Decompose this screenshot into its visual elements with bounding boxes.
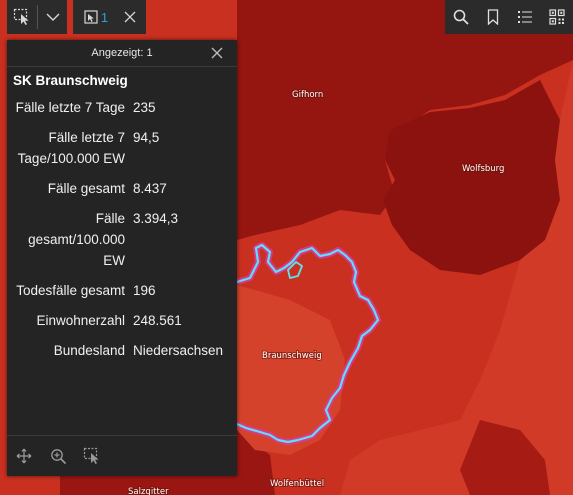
attribute-value: 94,5 <box>133 130 160 145</box>
selection-count: 1 <box>100 9 109 25</box>
zoom-to-button[interactable] <box>41 436 75 476</box>
main-toolbar <box>445 0 573 34</box>
popup-title: SK Braunschweig <box>13 73 128 88</box>
attribute-value: 8.437 <box>133 181 167 196</box>
search-button[interactable] <box>445 0 477 34</box>
select-toolbar <box>7 0 67 34</box>
region-salzgitter[interactable] <box>60 430 275 495</box>
popup-footer <box>7 435 237 476</box>
selection-icon <box>84 10 98 24</box>
close-icon <box>124 11 136 23</box>
attribute-key: Fälle gesamt/100.000 EW <box>28 211 125 268</box>
braunschweig-selection-outline <box>236 243 380 444</box>
attribute-value: 196 <box>133 283 156 298</box>
bookmark-icon <box>487 9 499 25</box>
chevron-down-icon <box>46 13 59 21</box>
select-tool-icon <box>13 8 29 25</box>
selection-count-button[interactable]: 1 <box>73 0 115 34</box>
selection-status: 1 <box>73 0 146 34</box>
pan-button[interactable] <box>7 436 41 476</box>
feature-popup: Angezeigt: 1 SK Braunschweig Fälle letzt… <box>7 40 237 476</box>
search-icon <box>453 9 469 25</box>
pan-icon <box>16 448 32 464</box>
select-tool-icon <box>83 447 99 464</box>
bookmark-button[interactable] <box>477 0 509 34</box>
braunschweig-enclave-outline <box>287 261 303 279</box>
select-feature-button[interactable] <box>75 436 109 476</box>
attribute-value: 248.561 <box>133 313 182 328</box>
popup-header: Angezeigt: 1 <box>7 40 237 67</box>
label-wolfenbuettel: Wolfenbüttel <box>270 479 324 489</box>
attribute-row: Fälle letzte 7 Tage/100.000 EW 94,5 <box>7 122 237 173</box>
select-dropdown-button[interactable] <box>38 0 67 34</box>
attribute-value: 3.394,3 <box>133 211 179 226</box>
attribute-key: Todesfälle gesamt <box>16 283 125 298</box>
attribute-value: 235 <box>133 100 156 115</box>
attribute-key: Einwohnerzahl <box>36 313 125 328</box>
label-gifhorn: Gifhorn <box>292 90 323 100</box>
region-helmstedt[interactable] <box>340 60 573 495</box>
region-southeast <box>460 420 550 495</box>
label-salzgitter: Salzgitter <box>128 487 169 495</box>
attribute-key: Fälle gesamt <box>47 181 125 196</box>
attribute-row: Todesfälle gesamt 196 <box>7 275 237 305</box>
attribute-row: Fälle gesamt 8.437 <box>7 173 237 203</box>
attribute-value: Niedersachsen <box>133 343 224 358</box>
qr-code-icon <box>549 9 565 25</box>
toolbar-separator <box>37 5 38 29</box>
clear-selection-button[interactable] <box>115 0 145 34</box>
close-icon[interactable] <box>209 45 225 61</box>
attribute-row: Fälle gesamt/100.000 EW 3.394,3 <box>7 203 237 275</box>
attribute-key: Bundesland <box>53 343 125 358</box>
layer-list-button[interactable] <box>509 0 541 34</box>
region-gifhorn[interactable] <box>40 0 573 240</box>
attribute-row: Bundesland Niedersachsen <box>7 335 237 365</box>
attribute-row: Fälle letzte 7 Tage 235 <box>7 92 237 122</box>
attribute-key: Fälle letzte 7 Tage/100.000 EW <box>17 130 125 166</box>
region-wolfsburg[interactable] <box>383 80 560 275</box>
label-wolfsburg: Wolfsburg <box>462 164 504 174</box>
list-icon <box>518 11 532 23</box>
zoom-to-icon <box>50 448 66 464</box>
attribute-key: Fälle letzte 7 Tage <box>15 100 125 115</box>
qr-code-button[interactable] <box>541 0 573 34</box>
attribute-row: Einwohnerzahl 248.561 <box>7 305 237 335</box>
popup-feature-count: Angezeigt: 1 <box>91 47 153 59</box>
select-tool-button[interactable] <box>7 0 37 34</box>
label-braunschweig: Braunschweig <box>262 351 322 361</box>
region-wolfenbuettel[interactable] <box>237 285 345 455</box>
